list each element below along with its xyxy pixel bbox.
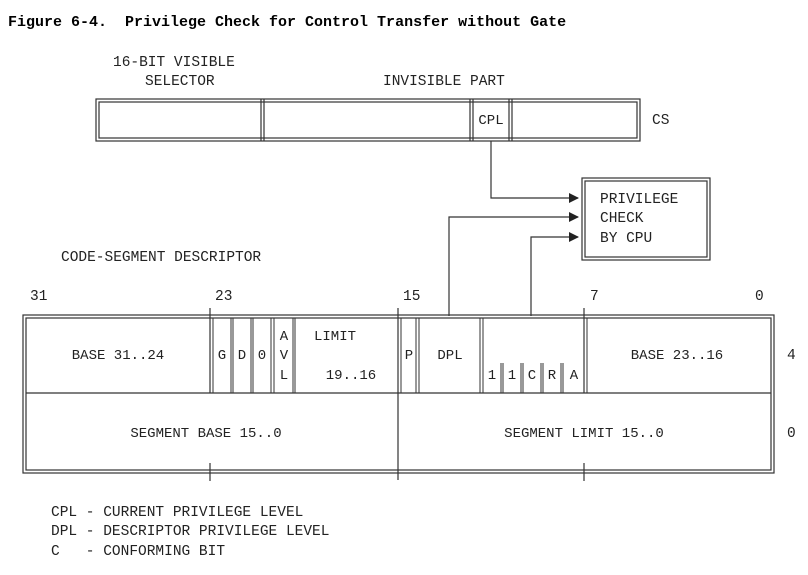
bit-number-23: 23 (215, 289, 232, 305)
base-23-16-field: BASE 23..16 (631, 348, 723, 364)
limit-19-16-label: LIMIT (314, 329, 356, 345)
bit-number-15: 15 (403, 289, 420, 305)
bit-number-0: 0 (755, 289, 764, 305)
legend-dpl: DPL - DESCRIPTOR PRIVILEGE LEVEL (51, 524, 329, 540)
privilege-check-line1: PRIVILEGE (600, 192, 678, 208)
readable-bit: R (548, 368, 557, 384)
selector-label-line1: 16-BIT VISIBLE (113, 55, 235, 71)
legend-cpl: CPL - CURRENT PRIVILEGE LEVEL (51, 505, 303, 521)
conforming-bit-arrow (530, 232, 579, 316)
cs-register (95, 98, 641, 142)
upper-word-offset: 4 (787, 348, 796, 364)
legend-conforming-bit: C - CONFORMING BIT (51, 544, 225, 560)
invisible-part-label: INVISIBLE PART (383, 74, 505, 90)
type-bit-1a: 1 (488, 368, 496, 384)
privilege-check-box (581, 177, 711, 261)
type-bit-1b: 1 (508, 368, 516, 384)
cpl-field: CPL (478, 113, 503, 129)
limit-19-16-range: 19..16 (326, 368, 376, 384)
granularity-bit: G (218, 348, 226, 364)
present-bit: P (405, 348, 413, 364)
accessed-bit: A (570, 368, 579, 384)
conforming-bit: C (528, 368, 536, 384)
privilege-check-line3: BY CPU (600, 231, 652, 247)
segment-base-15-0-field: SEGMENT BASE 15..0 (130, 426, 281, 442)
bit-number-31: 31 (30, 289, 47, 305)
figure-title: Figure 6-4. Privilege Check for Control … (8, 14, 566, 31)
avl-bit-letter-l: L (280, 368, 288, 384)
privilege-check-line2: CHECK (600, 211, 644, 227)
bit-number-7: 7 (590, 289, 599, 305)
avl-bit-letter-v: V (280, 348, 289, 364)
default-size-bit: D (238, 348, 246, 364)
avl-bit-letter-a: A (280, 329, 289, 345)
segment-limit-15-0-field: SEGMENT LIMIT 15..0 (504, 426, 664, 442)
descriptor-heading: CODE-SEGMENT DESCRIPTOR (61, 250, 261, 266)
reserved-zero-bit: 0 (258, 348, 266, 364)
selector-label-line2: SELECTOR (145, 74, 215, 90)
dpl-field: DPL (437, 348, 462, 364)
dpl-arrow (448, 212, 579, 316)
base-31-24-field: BASE 31..24 (72, 348, 164, 364)
cpl-arrow (490, 141, 579, 203)
cs-register-name: CS (652, 113, 669, 129)
descriptor-frame (22, 308, 775, 481)
lower-word-offset: 0 (787, 426, 796, 442)
